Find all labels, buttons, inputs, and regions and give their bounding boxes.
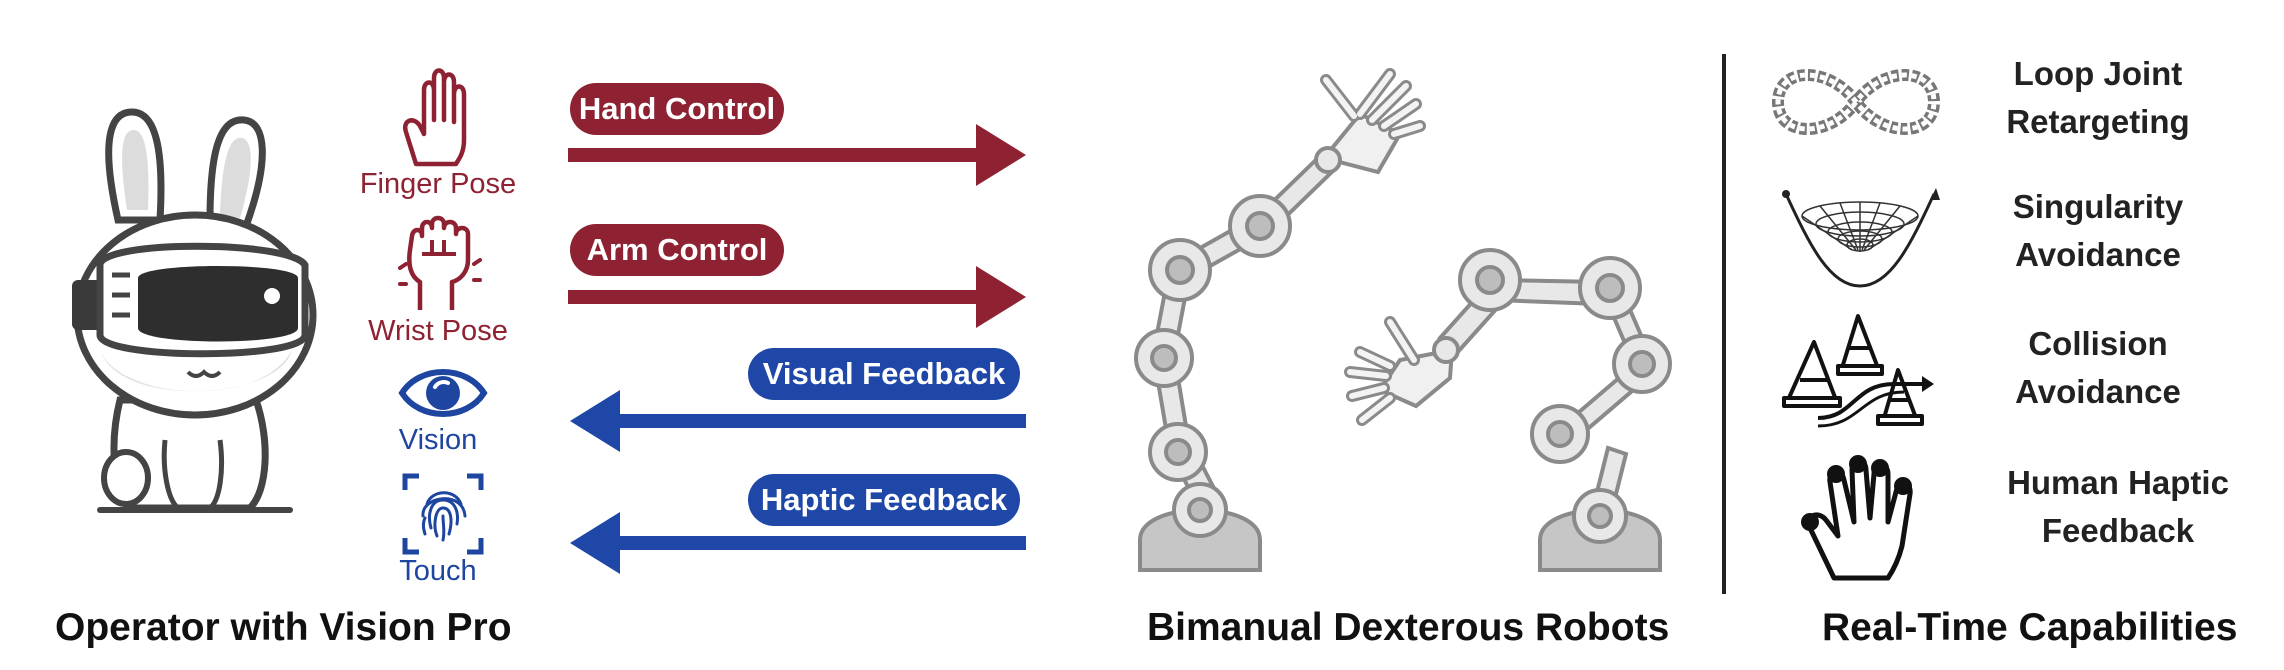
- visual-feedback-arrow: [570, 390, 1026, 452]
- capability-line: Singularity: [2012, 188, 2184, 225]
- capability-line: Retargeting: [2006, 103, 2190, 140]
- capability-haptic-label: Human Haptic Feedback: [1968, 459, 2268, 555]
- fingerprint-icon: [402, 473, 484, 555]
- fist-icon: [398, 215, 482, 310]
- capability-line: Avoidance: [2015, 236, 2181, 273]
- capability-line: Loop Joint: [2013, 55, 2183, 92]
- capability-loop-joint-label: Loop Joint Retargeting: [1968, 50, 2228, 146]
- capability-line: Human Haptic: [2007, 464, 2229, 501]
- traffic-cones-icon: [1782, 314, 1934, 428]
- eye-icon: [398, 369, 488, 417]
- hand-control-arrow: [568, 124, 1026, 186]
- touch-label: Touch: [399, 555, 477, 587]
- arm-control-arrow: [568, 266, 1026, 328]
- hand-control-pill: Hand Control: [570, 83, 784, 135]
- operator-title: Operator with Vision Pro: [55, 606, 512, 649]
- bimanual-robots-illustration: [1134, 68, 1672, 572]
- finger-pose-label: Finger Pose: [359, 168, 517, 200]
- capability-line: Feedback: [2041, 512, 2195, 549]
- vision-label: Vision: [398, 424, 478, 456]
- capability-line: Avoidance: [2015, 373, 2181, 410]
- capability-collision-label: Collision Avoidance: [1968, 320, 2228, 416]
- wrist-pose-label: Wrist Pose: [368, 315, 508, 347]
- bunny-operator-illustration: [72, 108, 317, 513]
- capabilities-title: Real-Time Capabilities: [1822, 606, 2238, 649]
- arm-control-pill: Arm Control: [570, 224, 784, 276]
- open-hand-icon: [402, 68, 467, 167]
- section-divider: [1722, 54, 1726, 594]
- capability-line: Collision: [2028, 325, 2168, 362]
- visual-feedback-pill: Visual Feedback: [748, 348, 1020, 400]
- haptic-feedback-pill: Haptic Feedback: [748, 474, 1020, 526]
- haptic-feedback-arrow: [570, 512, 1026, 574]
- robots-title: Bimanual Dexterous Robots: [1147, 606, 1670, 649]
- infinity-chain-icon: [1771, 69, 1941, 135]
- singularity-funnel-icon: [1782, 188, 1940, 288]
- capability-singularity-label: Singularity Avoidance: [1968, 183, 2228, 279]
- hand-touch-icon: [1801, 455, 1913, 581]
